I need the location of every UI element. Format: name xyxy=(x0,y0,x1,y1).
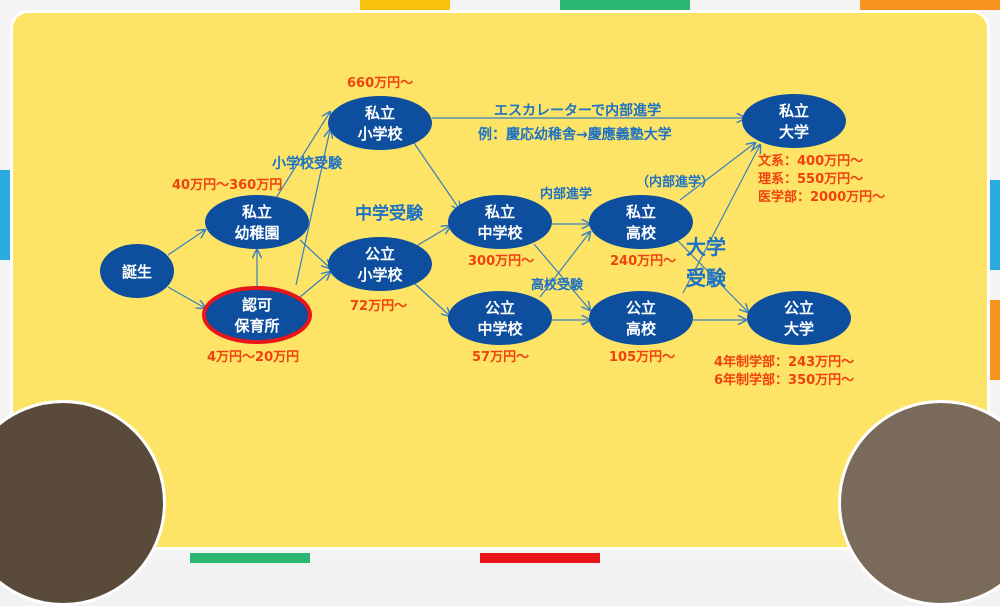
cost-public-university-6yr: 6年制学部：350万円～ xyxy=(714,372,854,388)
svg-text:保育所: 保育所 xyxy=(233,317,279,335)
label-elementary-exam: 小学校受験 xyxy=(272,155,343,172)
svg-text:中学校: 中学校 xyxy=(477,320,523,338)
cost-private-university-medicine: 医学部：2000万円～ xyxy=(758,189,885,205)
cost-public-elementary: 72万円～ xyxy=(350,299,407,314)
label-university-exam-1: 大学 xyxy=(686,235,726,259)
node-birth: 誕生 xyxy=(100,244,174,298)
cost-public-university-4yr: 4年制学部：243万円～ xyxy=(714,354,854,370)
cost-private-university-science: 理系：550万円～ xyxy=(758,171,863,187)
svg-text:公立: 公立 xyxy=(784,299,814,317)
cost-private-high: 240万円～ xyxy=(610,254,676,269)
label-escalator: エスカレーターで内部進学 xyxy=(494,102,661,119)
node-private-junior-high: 私立 中学校 xyxy=(448,195,552,249)
svg-text:小学校: 小学校 xyxy=(357,266,403,284)
cost-private-junior-high: 300万円～ xyxy=(468,254,534,269)
node-public-elementary: 公立 小学校 xyxy=(328,237,432,291)
node-public-university: 公立 大学 xyxy=(747,291,851,345)
svg-text:高校: 高校 xyxy=(626,224,657,242)
label-escalator-example: 例：慶応幼稚舎→慶應義塾大学 xyxy=(478,126,672,143)
node-nursery: 認可 保育所 xyxy=(202,286,312,344)
path-labels: 小学校受験 中学受験 高校受験 内部進学 （内部進学） 大学 受験 エスカレータ… xyxy=(272,102,727,293)
label-internal: 内部進学 xyxy=(540,186,592,202)
cost-labels: 40万円～360万円 4万円～20万円 660万円～ 72万円～ 300万円～ … xyxy=(172,76,885,388)
svg-text:高校: 高校 xyxy=(626,320,657,338)
svg-text:幼稚園: 幼稚園 xyxy=(234,224,279,242)
node-private-university: 私立 大学 xyxy=(742,94,846,148)
node-public-high: 公立 高校 xyxy=(589,291,693,345)
nodes: 誕生 私立 幼稚園 認可 保育所 私立 小学校 公立 小学校 私立 中学校 xyxy=(100,94,851,345)
svg-text:公立: 公立 xyxy=(485,299,515,317)
label-internal-paren: （内部進学） xyxy=(636,174,714,190)
svg-text:公立: 公立 xyxy=(365,245,395,263)
cost-private-university-humanities: 文系：400万円～ xyxy=(758,153,863,169)
cost-private-elementary: 660万円～ xyxy=(347,76,413,91)
education-path-diagram: 誕生 私立 幼稚園 認可 保育所 私立 小学校 公立 小学校 私立 中学校 xyxy=(100,76,885,388)
svg-text:中学校: 中学校 xyxy=(477,224,523,242)
node-public-junior-high: 公立 中学校 xyxy=(448,291,552,345)
svg-text:小学校: 小学校 xyxy=(357,125,403,143)
svg-text:公立: 公立 xyxy=(626,299,656,317)
node-private-kindergarten: 私立 幼稚園 xyxy=(205,195,309,249)
label-junior-high-exam: 中学受験 xyxy=(355,203,424,224)
label-high-exam: 高校受験 xyxy=(531,277,584,293)
node-private-elementary: 私立 小学校 xyxy=(328,96,432,150)
cost-private-kindergarten: 40万円～360万円 xyxy=(172,178,282,193)
svg-text:認可: 認可 xyxy=(242,296,272,314)
svg-text:私立: 私立 xyxy=(484,203,515,221)
svg-text:私立: 私立 xyxy=(241,203,272,221)
cost-public-junior-high: 57万円～ xyxy=(472,350,529,365)
svg-text:私立: 私立 xyxy=(778,102,809,120)
svg-text:大学: 大学 xyxy=(779,123,809,141)
svg-text:誕生: 誕生 xyxy=(122,263,152,281)
edges xyxy=(167,112,760,320)
cost-nursery: 4万円～20万円 xyxy=(207,350,299,365)
cost-public-high: 105万円～ xyxy=(609,350,675,365)
svg-text:大学: 大学 xyxy=(784,320,814,338)
node-private-high: 私立 高校 xyxy=(589,195,693,249)
svg-text:私立: 私立 xyxy=(625,203,656,221)
svg-text:私立: 私立 xyxy=(364,104,395,122)
label-university-exam-2: 受験 xyxy=(686,266,727,290)
